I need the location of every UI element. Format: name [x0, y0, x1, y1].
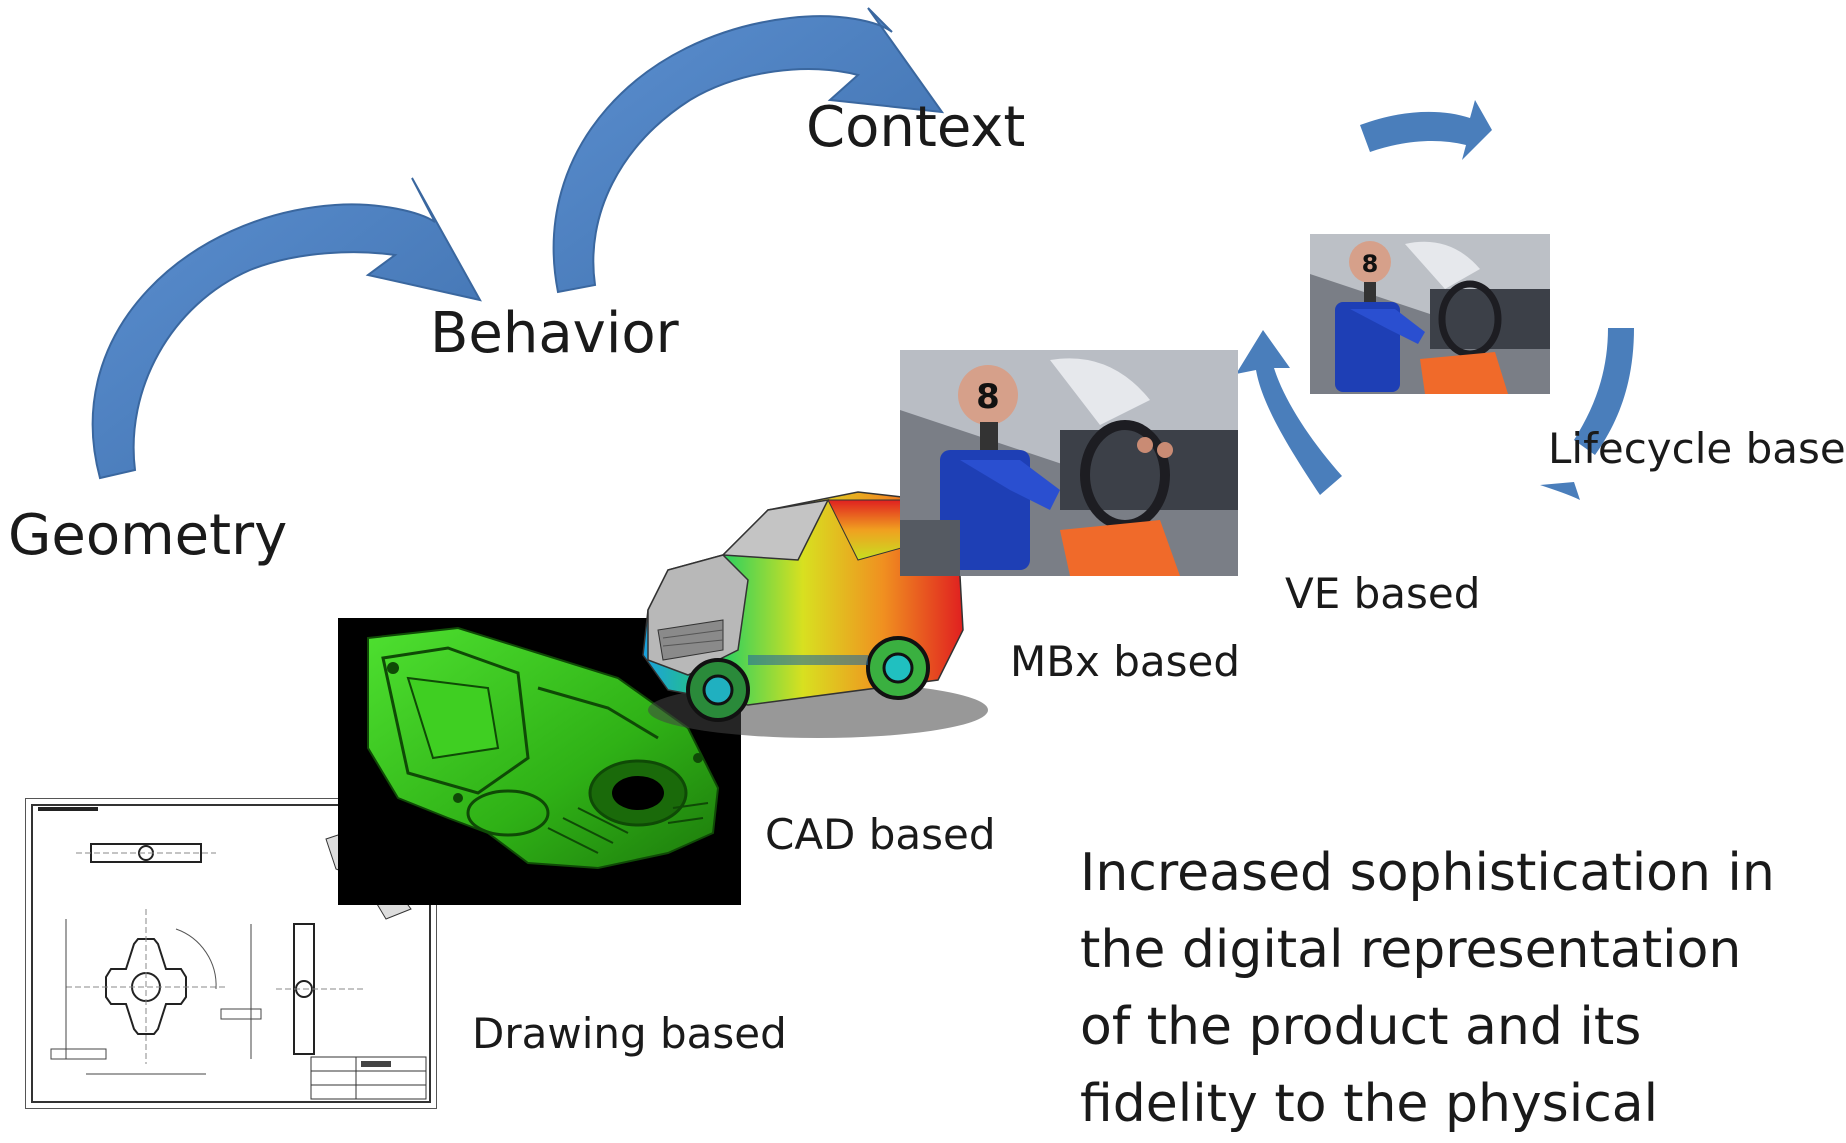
cycle-left-arrow — [1236, 330, 1342, 495]
stage-ve-label: VE based — [1285, 569, 1481, 618]
geometry-to-behavior-arrow — [91, 177, 482, 480]
virtual-environment-photo: 8 — [1310, 234, 1550, 394]
stage-drawing-label: Drawing based — [472, 1009, 787, 1058]
simulation-car-image — [628, 480, 1000, 745]
geometry-label: Geometry — [8, 503, 288, 568]
dummy-number: 8 — [976, 377, 1000, 417]
behavior-label: Behavior — [430, 301, 679, 366]
stage-mbx-label: MBx based — [1010, 637, 1241, 686]
context-label: Context — [806, 95, 1026, 160]
crash-test-photo: 8 — [900, 350, 1238, 576]
cycle-top-arrow — [1360, 100, 1492, 160]
arrows-layer — [91, 7, 1634, 500]
behavior-to-context-arrow — [552, 7, 945, 294]
stage-lifecycle-label: Lifecycle based — [1548, 424, 1846, 473]
cycle-bottom-arrow — [1540, 482, 1580, 500]
stage-cad-label: CAD based — [765, 810, 996, 859]
dummy-number-small: 8 — [1362, 250, 1379, 278]
sophistication-statement: Increased sophistication in the digital … — [1080, 843, 1775, 1134]
cycle-right-arrow — [1574, 328, 1634, 455]
